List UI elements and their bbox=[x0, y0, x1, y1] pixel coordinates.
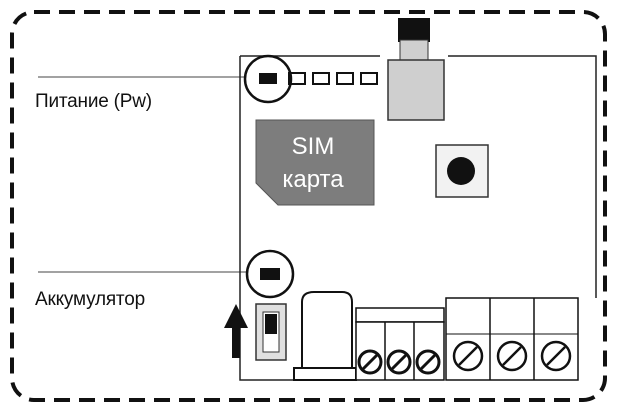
battery-label: Аккумулятор bbox=[35, 289, 145, 310]
terminal-block-large bbox=[445, 297, 579, 381]
led-3 bbox=[312, 72, 330, 85]
push-button-icon bbox=[435, 144, 489, 198]
up-arrow-icon bbox=[224, 304, 248, 358]
battery-led-highlight bbox=[245, 249, 295, 299]
screw-terminal-icon bbox=[415, 349, 441, 375]
power-label: Питание (Pw) bbox=[35, 91, 152, 112]
power-led-highlight bbox=[243, 54, 293, 104]
dashed-frame bbox=[10, 10, 607, 402]
screw-terminal-icon bbox=[540, 340, 572, 372]
screw-terminal-icon bbox=[357, 349, 383, 375]
terminal-block-small bbox=[355, 307, 445, 381]
antenna-connector bbox=[387, 18, 445, 121]
power-led bbox=[259, 73, 277, 84]
screw-terminal-icon bbox=[452, 340, 484, 372]
sim-label-line1: SIM bbox=[292, 133, 335, 160]
sim-card: SIM карта bbox=[255, 119, 375, 206]
screw-terminal-icon bbox=[386, 349, 412, 375]
battery-led bbox=[260, 268, 280, 280]
battery-switch bbox=[255, 303, 287, 361]
led-4 bbox=[336, 72, 354, 85]
screw-terminal-icon bbox=[496, 340, 528, 372]
led-2 bbox=[288, 72, 306, 85]
battery-holder bbox=[293, 291, 357, 381]
led-row bbox=[259, 72, 378, 85]
sim-label-line2: карта bbox=[282, 166, 344, 193]
led-5 bbox=[360, 72, 378, 85]
